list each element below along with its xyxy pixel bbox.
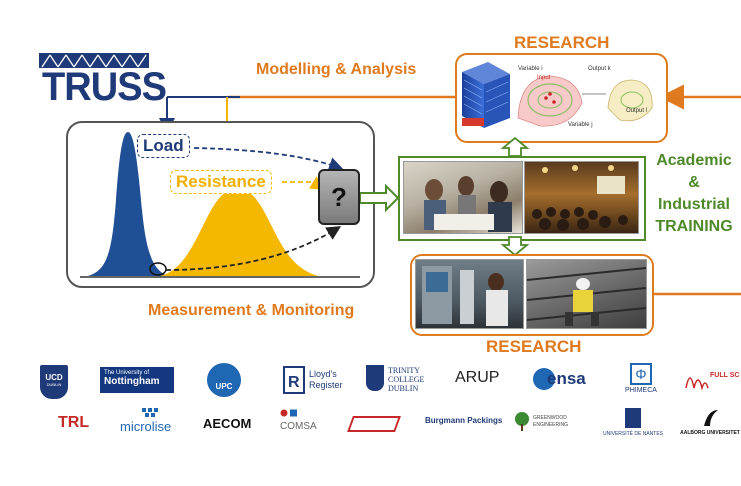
partner-logo-nantes: UNIVERSITÉ DE NANTES: [603, 408, 663, 440]
training-label-line3: Industrial: [657, 196, 730, 213]
partner-logo-aalborg: AALBORG UNIVERSITET: [679, 408, 741, 440]
research-photo-lab: [415, 259, 524, 329]
training-photo-lecture: [524, 161, 639, 234]
partner-logo-aecom: AECOM: [203, 416, 252, 431]
output-k-label: Output k: [588, 66, 611, 72]
model-figure: Variable i Input Output k Output l Varia…: [460, 58, 659, 134]
arrow-down-icon: [500, 236, 530, 257]
partner-logo-ensa: ensa: [533, 368, 595, 392]
training-label-line4: TRAINING: [655, 218, 733, 235]
arrow-right-icon: [359, 183, 400, 213]
partner-logo-fullscale: FULL SC: [684, 364, 741, 394]
partner-logo-comsa: COMSA: [280, 408, 328, 438]
partner-logo-burgmann: Burgmann Packings: [425, 416, 503, 425]
training-label-line2: &: [688, 174, 700, 191]
training-label: Academic & Industrial TRAINING: [646, 150, 741, 238]
measurement-label: Measurement & Monitoring: [148, 302, 355, 319]
partner-logo-lloyds: R Lloyd's Register: [283, 366, 343, 396]
partner-logo-trinity: TRINITY COLLEGE DUBLIN: [366, 365, 430, 397]
arrow-up-icon: [500, 136, 530, 157]
variable-i-label: Variable i: [518, 66, 543, 72]
load-label: Load: [137, 134, 190, 158]
research-top-title: RESEARCH: [514, 33, 610, 52]
partner-logo-greenwood: GREENWOOD ENGINEERING: [513, 410, 575, 438]
input-label: Input: [537, 75, 551, 81]
svg-text:R: R: [288, 374, 300, 391]
partner-logo-ucd: UCD DUBLIN: [40, 365, 68, 399]
resistance-label: Resistance: [170, 170, 272, 194]
partner-logo-nottingham: The University of Nottingham: [100, 367, 174, 393]
partner-logo-trl: TRL: [58, 414, 90, 431]
variable-j-label: Variable j: [568, 122, 593, 128]
load-curve: [88, 132, 168, 276]
truss-logo: TRUSS: [38, 52, 167, 109]
truss-logo-text: TRUSS: [42, 65, 167, 109]
partner-logo-microlise: microlise: [120, 408, 184, 438]
partner-logo-upc: UPC: [207, 363, 241, 397]
research-photo-field: [526, 259, 647, 329]
training-photo-meeting: [403, 161, 523, 234]
unknown-outcome-box: ?: [318, 169, 360, 225]
research-bottom-title: RESEARCH: [486, 337, 582, 356]
truss-logo-icon: [39, 53, 149, 68]
modelling-label: Modelling & Analysis: [256, 61, 417, 78]
output-l-label: Output l: [626, 108, 648, 114]
partner-logo-ota: [347, 416, 401, 432]
failure-region-marker: [149, 262, 167, 276]
partner-logo-phimeca: Φ PHIMECA: [617, 363, 665, 399]
partner-logo-arup: ARUP: [455, 369, 500, 386]
training-label-line1: Academic: [656, 152, 732, 169]
